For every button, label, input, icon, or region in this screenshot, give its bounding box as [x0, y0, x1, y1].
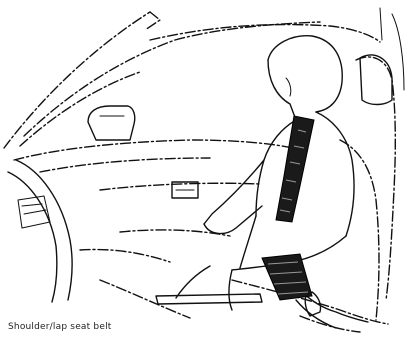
lap-belt	[262, 254, 312, 300]
steering-wheel	[8, 160, 72, 302]
seat-back	[340, 55, 395, 320]
roof-line	[150, 8, 404, 90]
windshield-frame	[4, 12, 320, 148]
rearview-mirror	[88, 106, 135, 140]
occupant	[176, 36, 368, 328]
door-panel	[80, 230, 262, 318]
shoulder-belt	[276, 116, 314, 222]
figure-caption: Shoulder/lap seat belt	[8, 322, 112, 332]
